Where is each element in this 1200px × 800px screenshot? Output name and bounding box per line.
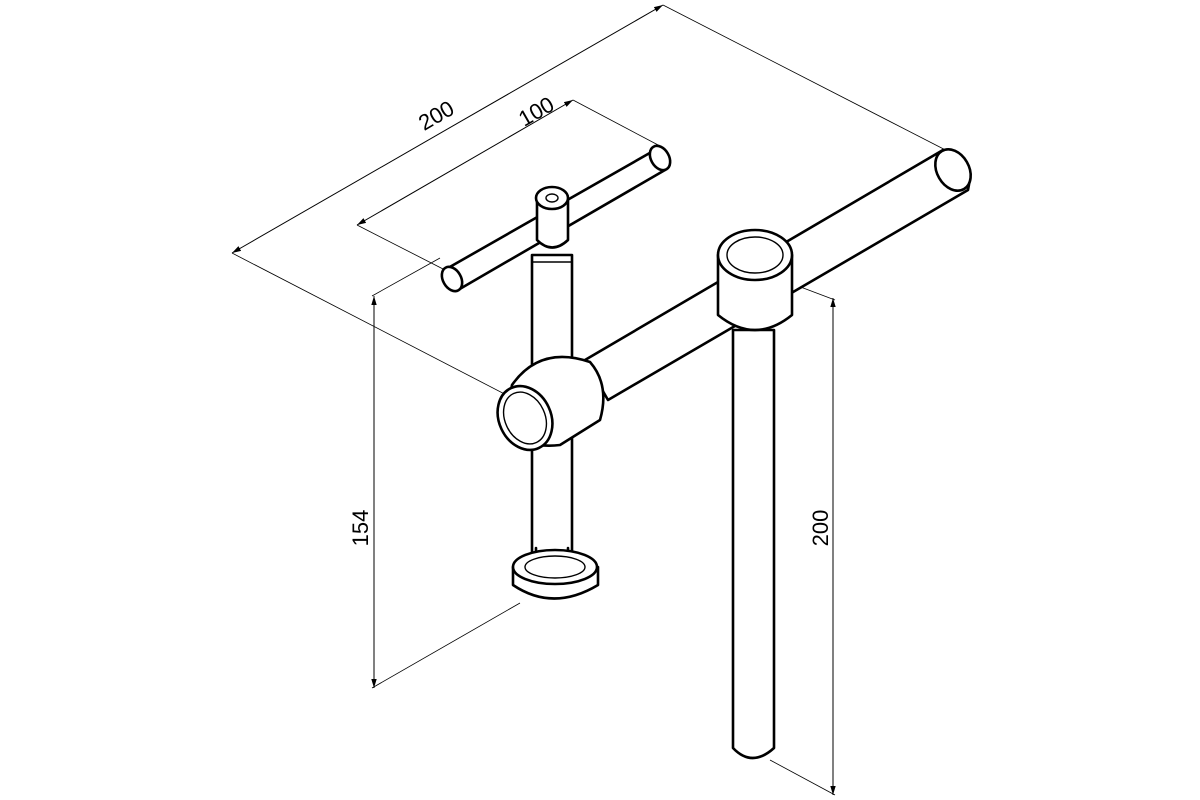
- dimension-label-handle-length: 100: [514, 91, 558, 131]
- dimension-label-post-height: 200: [808, 510, 833, 547]
- pressure-pad: [511, 546, 600, 600]
- post-collar: [716, 228, 794, 332]
- dimension-154-spindle: 154: [348, 257, 521, 689]
- dimension-label-overall-length: 200: [414, 95, 458, 135]
- dimension-label-spindle-height: 154: [348, 510, 373, 547]
- slider-block: [496, 355, 605, 452]
- vertical-post: [731, 328, 776, 760]
- t-handle-hub: [534, 185, 570, 249]
- dimension-200-post: 200: [769, 282, 836, 796]
